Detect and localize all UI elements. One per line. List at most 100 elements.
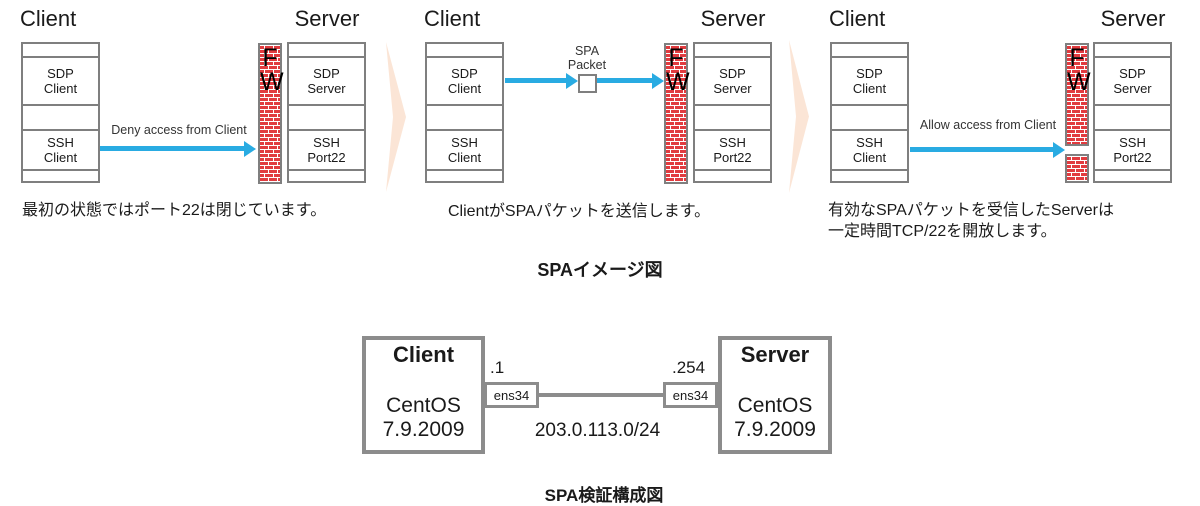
- sdp-client-line1: SDP: [451, 66, 478, 81]
- brick-wall-texture: [666, 45, 686, 182]
- sdp-server-box: SDP Server: [693, 56, 772, 106]
- ssh-client-line1: SSH: [47, 135, 74, 150]
- sdp-server-box: SDP Server: [1093, 56, 1172, 106]
- ssh-client-line1: SSH: [451, 135, 478, 150]
- subnet-label: 203.0.113.0/24: [534, 420, 661, 441]
- ssh-server-line2: Port22: [307, 150, 346, 165]
- server-stack: SDP Server SSH Port22: [693, 42, 772, 183]
- server-host-address: .254: [672, 358, 706, 377]
- panel3-caption-line2: 一定時間TCP/22を開放します。: [828, 223, 1057, 240]
- firewall-letter-f: F: [1069, 44, 1085, 72]
- firewall-letter-w: W: [666, 68, 690, 96]
- brick-wall-texture: [1067, 45, 1087, 144]
- arrow-head: [566, 73, 578, 89]
- arrow-shaft: [505, 78, 567, 83]
- sdp-client-box: SDP Client: [830, 56, 909, 106]
- arrow-head: [652, 73, 664, 89]
- packet-arrow-left: [505, 73, 578, 89]
- panel1-caption: 最初の状態ではポート22は閉じています。: [22, 202, 327, 219]
- sdp-client-line1: SDP: [47, 66, 74, 81]
- sdp-server-line2: Server: [307, 81, 346, 96]
- client-heading: Client: [20, 6, 77, 31]
- ssh-server-line2: Port22: [1113, 150, 1152, 165]
- client-host-address: .1: [490, 358, 505, 377]
- server-heading: Server: [294, 6, 360, 31]
- server-interface-box: ens34: [663, 382, 718, 408]
- ssh-server-box: SSH Port22: [693, 129, 772, 171]
- server-stack: SDP Server SSH Port22: [1093, 42, 1172, 183]
- client-node-version: 7.9.2009: [382, 418, 465, 441]
- sdp-client-box: SDP Client: [21, 56, 100, 106]
- spa-packet-label-line2: Packet: [567, 57, 607, 72]
- allow-arrow-label: Allow access from Client: [919, 118, 1057, 132]
- network-server-node: Server CentOS 7.9.2009: [718, 336, 832, 454]
- arrow-head: [244, 141, 256, 157]
- sdp-client-box: SDP Client: [425, 56, 504, 106]
- firewall-letter-w: W: [1067, 68, 1091, 96]
- firewall-letter-w: W: [260, 68, 284, 96]
- firewall-wall-upper: F W: [1065, 43, 1091, 146]
- ssh-client-box: SSH Client: [425, 129, 504, 171]
- network-diagram-title: SPA検証構成図: [544, 486, 664, 505]
- panel2-caption: ClientがSPAパケットを送信します。: [448, 203, 711, 220]
- client-stack: SDP Client SSH Client: [21, 42, 100, 183]
- ssh-server-box: SSH Port22: [287, 129, 366, 171]
- arrow-shaft: [100, 146, 245, 151]
- sdp-client-line2: Client: [43, 81, 78, 96]
- client-stack: SDP Client SSH Client: [830, 42, 909, 183]
- spa-packet-icon: [578, 74, 597, 93]
- spa-packet-label-line1: SPA: [574, 44, 600, 58]
- spa-packet-label: SPA Packet: [547, 44, 627, 72]
- firewall-letter-f: F: [262, 44, 278, 72]
- panel3-caption-line1: 有効なSPAパケットを受信したServerは: [828, 202, 1114, 219]
- server-node-os: CentOS: [737, 394, 813, 417]
- chevron-next-icon: [386, 42, 406, 192]
- sdp-client-line2: Client: [852, 81, 887, 96]
- firewall-letter-f: F: [668, 44, 684, 72]
- arrow-shaft: [910, 147, 1054, 152]
- server-heading: Server: [700, 6, 766, 31]
- firewall-wall: F W: [258, 43, 284, 184]
- ssh-server-box: SSH Port22: [1093, 129, 1172, 171]
- deny-access-arrow: [100, 141, 256, 157]
- client-heading: Client: [829, 6, 886, 31]
- chevron-next-icon: [789, 40, 809, 193]
- server-node-version: 7.9.2009: [734, 418, 816, 441]
- ssh-client-box: SSH Client: [21, 129, 100, 171]
- arrow-shaft: [597, 78, 653, 83]
- ssh-client-line2: Client: [43, 150, 78, 165]
- brick-wall-texture: [1067, 156, 1087, 181]
- firewall-label: F W: [666, 44, 690, 96]
- client-stack: SDP Client SSH Client: [425, 42, 504, 183]
- network-link-line: [539, 393, 663, 397]
- sdp-server-line2: Server: [1113, 81, 1152, 96]
- ssh-client-box: SSH Client: [830, 129, 909, 171]
- spa-panel-port-open: Client Server SDP Client SSH Client Allo…: [829, 6, 1191, 206]
- sdp-client-line1: SDP: [856, 66, 883, 81]
- sdp-server-box: SDP Server: [287, 56, 366, 106]
- network-client-node: Client CentOS 7.9.2009: [362, 336, 485, 454]
- firewall-wall: F W: [664, 43, 690, 184]
- firewall-label: F W: [260, 44, 284, 96]
- ssh-server-line1: SSH: [1119, 135, 1146, 150]
- sdp-server-line2: Server: [713, 81, 752, 96]
- client-node-name: Client: [392, 342, 455, 367]
- client-heading: Client: [424, 6, 481, 31]
- sdp-client-line2: Client: [447, 81, 482, 96]
- packet-arrow-right: [597, 73, 664, 89]
- ssh-server-line2: Port22: [713, 150, 752, 165]
- server-node-name: Server: [740, 342, 810, 367]
- firewall-wall-lower: [1065, 154, 1089, 183]
- spa-panel-send-packet: Client Server SDP Client SSH Client SPA …: [424, 6, 786, 206]
- ssh-server-line1: SSH: [313, 135, 340, 150]
- spa-panel-initial-state: Client Server SDP Client SSH Client Deny…: [20, 6, 382, 206]
- ssh-client-line2: Client: [852, 150, 887, 165]
- client-node-os: CentOS: [386, 394, 461, 417]
- deny-arrow-label: Deny access from Client: [111, 123, 247, 137]
- client-interface-box: ens34: [484, 382, 539, 408]
- allow-access-arrow: [910, 142, 1065, 158]
- brick-wall-texture: [260, 45, 280, 182]
- ssh-client-line1: SSH: [856, 135, 883, 150]
- firewall-label: F W: [1067, 44, 1091, 96]
